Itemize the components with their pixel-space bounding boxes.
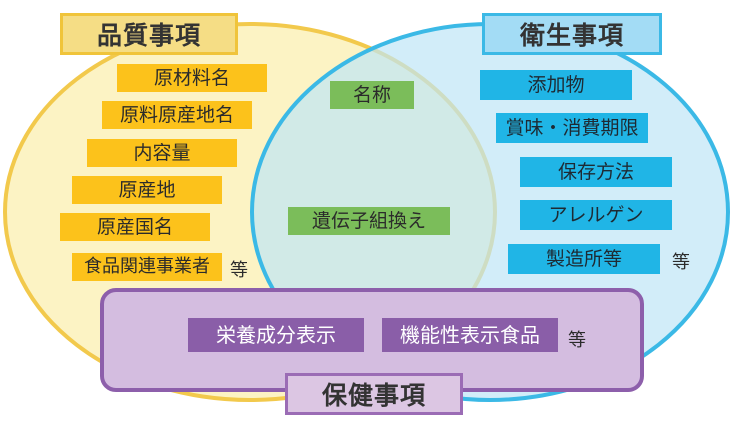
hygiene-item-4: 製造所等 — [508, 244, 660, 274]
quality-item-4: 原産国名 — [60, 213, 210, 241]
hygiene-item-0: 添加物 — [480, 70, 632, 100]
hygiene-etc: 等 — [672, 252, 690, 273]
quality-etc: 等 — [230, 260, 248, 281]
quality-item-5: 食品関連事業者 — [72, 253, 222, 281]
hygiene-item-1: 賞味・消費期限 — [496, 113, 648, 143]
quality-item-3: 原産地 — [72, 176, 222, 204]
health-title: 保健事項 — [285, 373, 463, 415]
hygiene-title: 衛生事項 — [482, 13, 662, 55]
common-item-0: 名称 — [330, 81, 414, 109]
quality-title: 品質事項 — [60, 13, 238, 55]
health-etc: 等 — [568, 330, 586, 351]
quality-item-2: 内容量 — [87, 139, 237, 167]
quality-item-1: 原料原産地名 — [102, 101, 252, 129]
quality-item-0: 原材料名 — [117, 64, 267, 92]
hygiene-item-3: アレルゲン — [520, 200, 672, 230]
hygiene-item-2: 保存方法 — [520, 157, 672, 187]
common-item-1: 遺伝子組換え — [288, 207, 450, 235]
health-item-1: 機能性表示食品 — [382, 318, 558, 352]
health-item-0: 栄養成分表示 — [188, 318, 364, 352]
